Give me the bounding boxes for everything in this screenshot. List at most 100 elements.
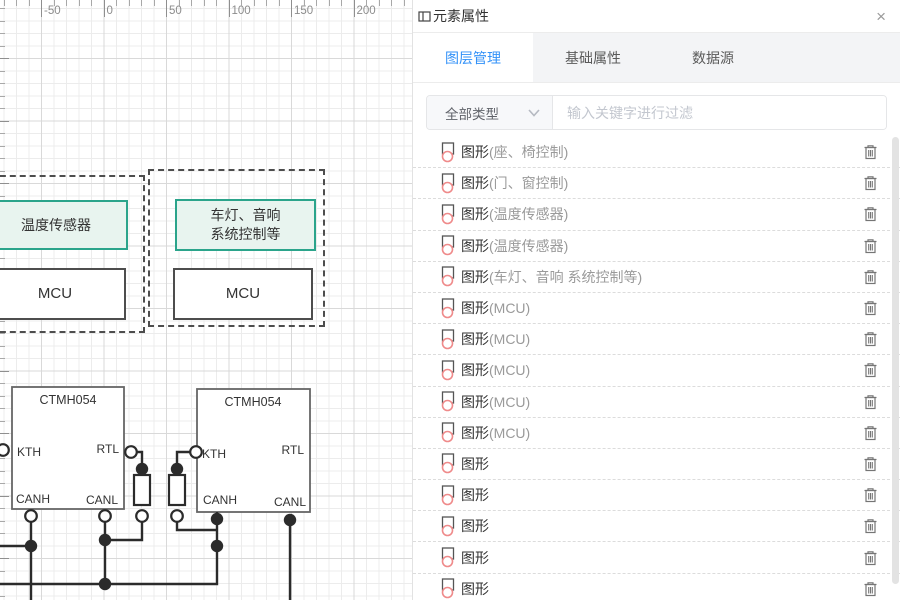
ruler-minor-tick xyxy=(3,0,5,6)
panel-title-text: 元素属性 xyxy=(433,8,489,24)
delete-icon[interactable] xyxy=(863,487,878,503)
circuit-wiring[interactable]: CTMH054 KTH RTL CANH CANL CTMH054 KTH RT… xyxy=(0,0,412,600)
panel-icon xyxy=(418,10,431,22)
layer-name-detail: (MCU) xyxy=(489,331,531,348)
layer-list-item[interactable]: 图形(MCU) xyxy=(413,293,900,325)
delete-icon[interactable] xyxy=(863,269,878,285)
vruler-minor-tick xyxy=(0,395,5,397)
vruler-major-tick xyxy=(0,558,9,559)
layer-list-item[interactable]: 图形 xyxy=(413,574,900,600)
ruler-minor-tick xyxy=(66,0,67,6)
layer-list-item[interactable]: 图形 xyxy=(413,480,900,512)
delete-icon[interactable] xyxy=(863,300,878,316)
layer-name-detail: (MCU) xyxy=(489,393,531,410)
layer-name-main: 图形 xyxy=(461,268,489,285)
layer-name: 图形 xyxy=(461,454,489,474)
ruler-minor-tick xyxy=(78,0,80,6)
node-mcu-right[interactable]: MCU xyxy=(173,268,313,320)
vruler-minor-tick xyxy=(0,33,5,34)
layer-name-main: 图形 xyxy=(461,580,489,597)
delete-icon[interactable] xyxy=(863,331,878,347)
delete-icon[interactable] xyxy=(863,362,878,378)
chip-ctmh054-left[interactable]: CTMH054 KTH RTL CANH CANL xyxy=(11,386,125,510)
ruler-minor-tick xyxy=(203,0,205,6)
layer-list-item[interactable]: 图形 xyxy=(413,449,900,481)
ruler-minor-tick xyxy=(216,0,217,6)
pin-label-canl: CANL xyxy=(274,495,306,509)
ruler-label: 50 xyxy=(169,5,182,17)
tab-basic-properties[interactable]: 基础属性 xyxy=(565,49,621,66)
layer-name-main: 图形 xyxy=(461,424,489,441)
vruler-major-tick xyxy=(0,58,9,59)
ruler-label: 0 xyxy=(106,5,113,17)
layer-list-item[interactable]: 图形(座、椅控制) xyxy=(413,137,900,169)
type-filter-dropdown[interactable]: 全部类型 xyxy=(427,96,553,129)
filter-row: 全部类型 xyxy=(413,83,900,130)
chip-ctmh054-right[interactable]: CTMH054 KTH RTL CANH CANL xyxy=(196,388,311,513)
pin-label-canh: CANH xyxy=(16,492,50,506)
tab-data-source[interactable]: 数据源 xyxy=(692,49,734,66)
node-temp-sensor[interactable]: 温度传感器 xyxy=(0,200,128,250)
delete-icon[interactable] xyxy=(863,175,878,191)
layer-name: 图形 xyxy=(461,516,489,536)
delete-icon[interactable] xyxy=(863,425,878,441)
delete-icon[interactable] xyxy=(863,394,878,410)
node-light-audio[interactable]: 车灯、音响 系统控制等 xyxy=(175,199,316,251)
delete-icon[interactable] xyxy=(863,238,878,254)
layer-name: 图形 xyxy=(461,548,489,568)
layer-name-main: 图形 xyxy=(461,549,489,566)
delete-icon[interactable] xyxy=(863,581,878,597)
vruler-minor-tick xyxy=(0,170,5,172)
ruler-minor-tick xyxy=(191,0,192,6)
delete-icon[interactable] xyxy=(863,550,878,566)
shape-layer-icon xyxy=(441,297,455,318)
delete-icon[interactable] xyxy=(863,206,878,222)
node-mcu-left[interactable]: MCU xyxy=(0,268,126,320)
layer-list-item[interactable]: 图形(门、窗控制) xyxy=(413,168,900,200)
delete-icon[interactable] xyxy=(863,144,878,160)
shape-layer-icon xyxy=(441,547,455,568)
layer-list-item[interactable]: 图形 xyxy=(413,542,900,574)
layer-list: 图形(座、椅控制) 图形(门、窗控制) xyxy=(413,137,900,600)
vruler-minor-tick xyxy=(0,458,5,459)
layer-list-item[interactable]: 图形(温度传感器) xyxy=(413,199,900,231)
terminal-circles[interactable] xyxy=(0,443,203,523)
layer-name: 图形(车灯、音响 系统控制等) xyxy=(461,267,642,287)
layer-list-item[interactable]: 图形 xyxy=(413,511,900,543)
layer-list-item[interactable]: 图形(车灯、音响 系统控制等) xyxy=(413,262,900,293)
group-box-right[interactable] xyxy=(148,169,325,327)
layer-list-item[interactable]: 图形(温度传感器) xyxy=(413,231,900,262)
layer-name: 图形(MCU) xyxy=(461,392,530,412)
pin-label-kth: KTH xyxy=(202,447,226,461)
layer-list-item[interactable]: 图形(MCU) xyxy=(413,387,900,418)
layer-list-item[interactable]: 图形(MCU) xyxy=(413,355,900,387)
shape-layer-icon xyxy=(441,485,455,505)
layer-name-detail: (MCU) xyxy=(489,424,531,441)
resistor-right[interactable] xyxy=(167,473,187,507)
panel-header: 元素属性 × xyxy=(413,0,900,32)
vruler-minor-tick xyxy=(0,333,5,334)
tab-layer-management[interactable]: 图层管理 xyxy=(413,33,533,82)
delete-icon[interactable] xyxy=(863,518,878,534)
delete-icon[interactable] xyxy=(863,456,878,472)
resistor-left[interactable] xyxy=(132,473,152,507)
layer-name-main: 图形 xyxy=(461,237,489,254)
vruler-minor-tick xyxy=(0,83,5,84)
vruler-minor-tick xyxy=(0,8,5,9)
ruler-minor-tick xyxy=(403,0,405,6)
panel-scrollbar[interactable] xyxy=(892,137,899,584)
close-icon[interactable]: × xyxy=(876,6,886,26)
vruler-minor-tick xyxy=(0,520,5,522)
layer-list-item[interactable]: 图形(MCU) xyxy=(413,324,900,356)
group-box-left[interactable] xyxy=(0,175,145,333)
layer-name-main: 图形 xyxy=(461,331,489,348)
wire-segments[interactable] xyxy=(0,450,292,600)
vruler-minor-tick xyxy=(0,420,5,422)
keyword-filter-input[interactable] xyxy=(553,96,886,129)
vruler-minor-tick xyxy=(0,95,5,97)
ruler-minor-tick xyxy=(28,0,30,6)
layer-list-item[interactable]: 图形(MCU) xyxy=(413,418,900,449)
chip-title: CTMH054 xyxy=(225,395,282,409)
node-label: 车灯、音响 系统控制等 xyxy=(210,207,281,242)
